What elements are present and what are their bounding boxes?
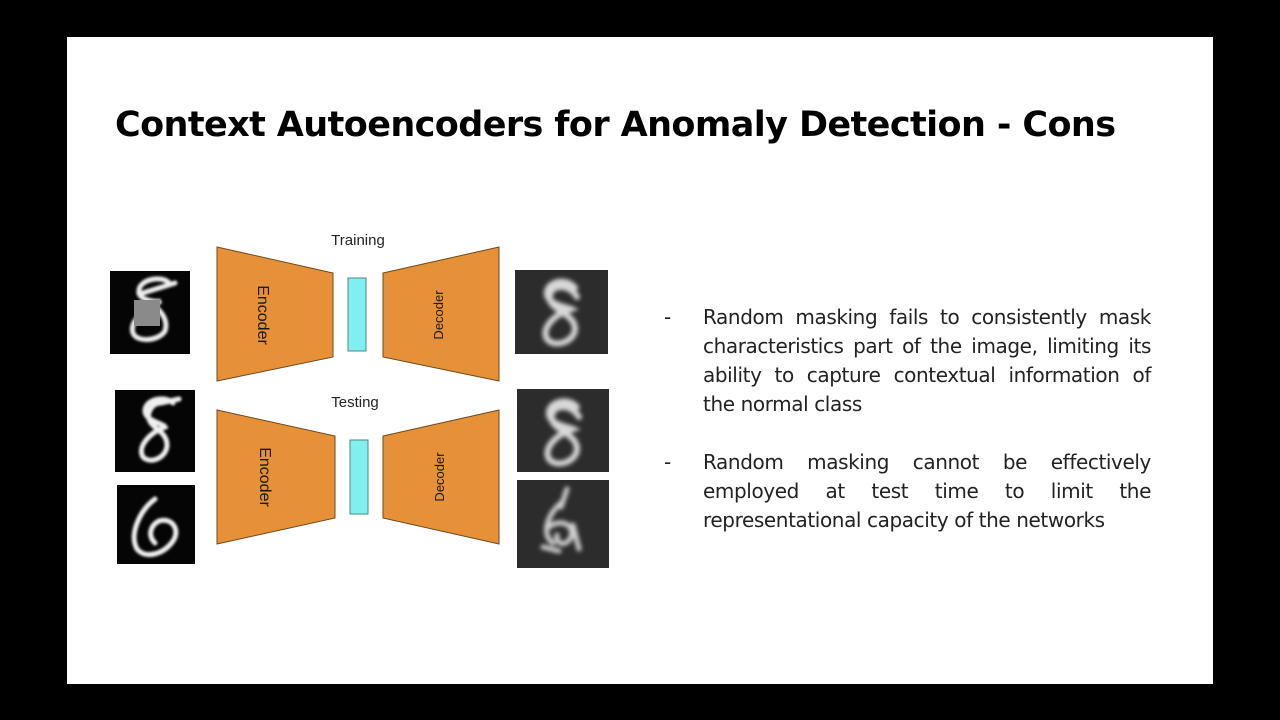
slide-title: Context Autoencoders for Anomaly Detecti… bbox=[115, 105, 1116, 145]
training-label: Training bbox=[331, 232, 385, 249]
mask-patch bbox=[134, 300, 160, 326]
bullet-item: - Random masking fails to consistently m… bbox=[664, 303, 1151, 419]
autoencoder-diagram: Training Testing Encoder Decoder bbox=[110, 232, 609, 568]
testing-encoder: Encoder bbox=[216, 409, 336, 545]
training-input-image bbox=[110, 271, 190, 354]
testing-decoder-label: Decoder bbox=[432, 452, 447, 502]
testing-encoder-label: Encoder bbox=[256, 447, 273, 507]
testing-input-anomaly-image bbox=[117, 485, 195, 564]
testing-decoder: Decoder bbox=[382, 409, 500, 545]
testing-output-anomaly-image bbox=[517, 480, 609, 568]
training-decoder-label: Decoder bbox=[431, 290, 446, 340]
training-encoder: Encoder bbox=[216, 246, 334, 382]
testing-label: Testing bbox=[331, 394, 379, 411]
testing-output-normal-image bbox=[517, 389, 609, 472]
training-output-image bbox=[515, 270, 608, 354]
bullet-list: - Random masking fails to consistently m… bbox=[664, 303, 1151, 564]
slide: Context Autoencoders for Anomaly Detecti… bbox=[67, 37, 1213, 684]
training-decoder: Decoder bbox=[382, 246, 500, 382]
bullet-dash: - bbox=[664, 305, 672, 329]
bullet-dash: - bbox=[664, 450, 672, 474]
testing-latent-code bbox=[349, 439, 369, 515]
bullet-text: Random masking fails to consistently mas… bbox=[703, 305, 1151, 416]
testing-input-normal-image bbox=[115, 390, 195, 472]
bullet-text: Random masking cannot be effectively emp… bbox=[703, 450, 1151, 532]
training-encoder-label: Encoder bbox=[254, 285, 271, 345]
training-latent-code bbox=[347, 277, 367, 352]
bullet-item: - Random masking cannot be effectively e… bbox=[664, 448, 1151, 535]
